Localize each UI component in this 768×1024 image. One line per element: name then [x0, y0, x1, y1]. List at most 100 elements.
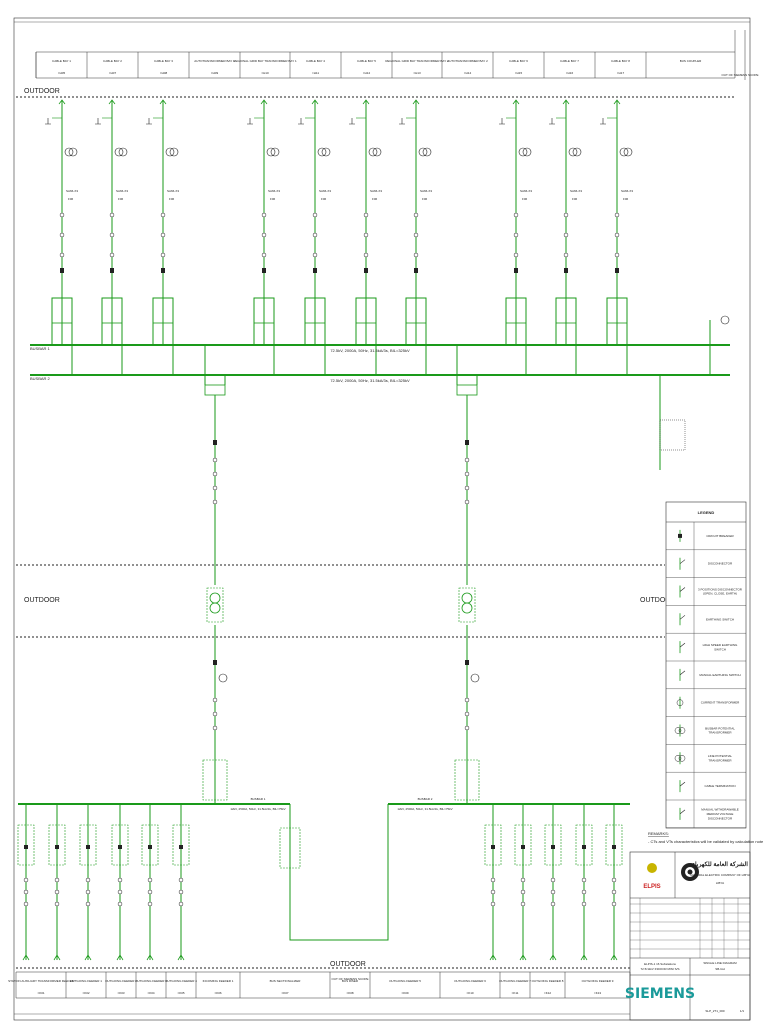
bottom-bay-title: OUTGOING FEEDER 9: [582, 979, 614, 983]
outdoor-label-mid-right: OUTDOOR: [640, 597, 676, 604]
bottom-bay-code: =K13: [594, 991, 601, 995]
mv-feeder: [544, 804, 562, 961]
bottom-bay-title: OUTGOING FEEDER 3: [135, 979, 167, 983]
top-bay-code: =H13: [413, 71, 421, 75]
surge-arrester-sub: F06: [623, 197, 629, 201]
remarks-text: - CTs and VTs characteristics will be va…: [648, 839, 764, 844]
sheet-number: 1/1: [740, 1009, 745, 1013]
bottom-bay-code: =K12: [544, 991, 551, 995]
bottom-bay-title: STATION AUXILIARY TRANSFORMER FEEDER: [8, 979, 75, 983]
gecol-arabic: الشركة العامة للكهرباء: [692, 861, 748, 868]
top-bay-title: BUS COUPLER: [680, 59, 702, 63]
top-bay-title: CABLE BAY 4: [306, 59, 325, 63]
drawing-frame: [13, 17, 751, 1021]
surge-arrester-sub: F06: [169, 197, 175, 201]
legend-item-label: CIRCUIT BREAKER: [706, 534, 734, 538]
sectionalizer-cubicle: [279, 827, 301, 869]
top-bay-title: CABLE BAY 3: [154, 59, 173, 63]
mv-feeder: [172, 804, 190, 961]
project-line-1: ELPIS-1 16 Substations: [644, 962, 676, 966]
surge-arrester-label: SA66-X3: [319, 189, 331, 193]
bottom-bay-code: =K01: [37, 991, 44, 995]
surge-arrester-label: SA66-X3: [621, 189, 633, 193]
transformer-bay: [454, 345, 480, 804]
gecol-logo: [681, 863, 699, 881]
elpis-logo-mark: [647, 863, 657, 873]
mv-feeder: [605, 804, 623, 961]
power-transformer-1: [206, 587, 224, 623]
bottom-bay-code: =K03: [117, 991, 124, 995]
surge-arrester-sub: F06: [68, 197, 74, 201]
top-bay-code: =H12: [363, 71, 371, 75]
surge-arrester-sub: F06: [572, 197, 578, 201]
mv-feeder: [484, 804, 502, 961]
transformer-feeders: [202, 345, 686, 804]
top-bay-title: REGIONAL GRID BAY TRANSFORMER BAY 1: [233, 59, 297, 63]
elpis-label: ELPIS: [643, 884, 660, 890]
bottom-bay-title: OUTGOING FEEDER 7: [499, 979, 531, 983]
surge-arrester-label: SA66-X3: [420, 189, 432, 193]
power-transformer-2: [458, 587, 476, 623]
surge-arrester-sub: F06: [270, 197, 276, 201]
top-bay-code: =H07: [109, 71, 117, 75]
bottom-bay-code: =K07: [281, 991, 288, 995]
scope-bottom-label: OUT OF SIEMENS SCOPE: [332, 977, 369, 981]
surge-arrester-sub: F06: [522, 197, 528, 201]
top-bay-title: CABLE BAY 7: [560, 59, 579, 63]
legend-item-label: 3 POSITIONS DISCONNECTOR(OPEN, CLOSE, EA…: [698, 587, 743, 595]
bottom-bay-code: =K09: [401, 991, 408, 995]
bottom-bay-title: INCOMING FEEDER 1: [203, 979, 234, 983]
top-bay-code: =H14: [464, 71, 472, 75]
top-bay-code: =H15: [515, 71, 523, 75]
surge-arrester-sub: F06: [372, 197, 378, 201]
top-bay-code: =H09: [211, 71, 219, 75]
busbar-2-label: BUSBAR 2: [30, 376, 51, 381]
surge-arrester-label: SA66-X3: [570, 189, 582, 193]
mv-feeders: [17, 804, 623, 961]
top-bay-title: CABLE BAY 1: [52, 59, 71, 63]
mv-feeder: [79, 804, 97, 961]
mv-feeder: [575, 804, 593, 961]
outdoor-label-bottom: OUTDOOR: [330, 961, 366, 968]
gecol-city: LIBYA: [716, 881, 724, 885]
bus-sectionalizer-link: [289, 804, 389, 941]
bottom-bay-title: BUS SECTIONALIZER: [270, 979, 302, 983]
busbar-1-rating: 72.5kV, 2000A, 50Hz, 31.5kA/3s, BIL=325k…: [330, 348, 410, 353]
top-bay-title: CABLE BAY 5: [357, 59, 376, 63]
bottom-bay-code: =K02: [82, 991, 89, 995]
upper-feeders: SA66-X3F06SA66-X3F06SA66-X3F06SA66-X3F06…: [45, 99, 730, 375]
surge-arrester-label: SA66-X3: [66, 189, 78, 193]
top-bay-code: =H10: [261, 71, 269, 75]
surge-arrester-sub: F06: [118, 197, 124, 201]
bottom-bay-title: OUTGOING FEEDER 8: [532, 979, 564, 983]
top-bay-title: AUTOTRANSFORMER BAY 2: [447, 59, 488, 63]
top-bay-title: CABLE BAY 6: [509, 59, 528, 63]
outdoor-label-top: OUTDOOR: [24, 88, 60, 95]
mv-feeder: [514, 804, 532, 961]
bottom-bay-code: =K04: [147, 991, 154, 995]
drawing-number: SLP_2T1_000: [705, 1009, 725, 1013]
gecol-name: GENERAL ELECTRIC COMPANY OF LIBYA: [690, 873, 750, 877]
bottom-bay-title: OUTGOING FEEDER 6: [454, 979, 486, 983]
surge-arrester-label: SA66-X3: [370, 189, 382, 193]
mv-feeder: [141, 804, 159, 961]
bottom-bay-code: =K08: [346, 991, 353, 995]
mv-feeder: [111, 804, 129, 961]
legend-item-label: MANUAL EARTHING SWITCH: [699, 673, 740, 677]
bottom-bay-code: =K11: [512, 991, 519, 995]
scope-top-label: OUT OF SIEMENS SCOPE: [722, 73, 759, 77]
drawing-title-2: SB-GH: [715, 967, 725, 971]
